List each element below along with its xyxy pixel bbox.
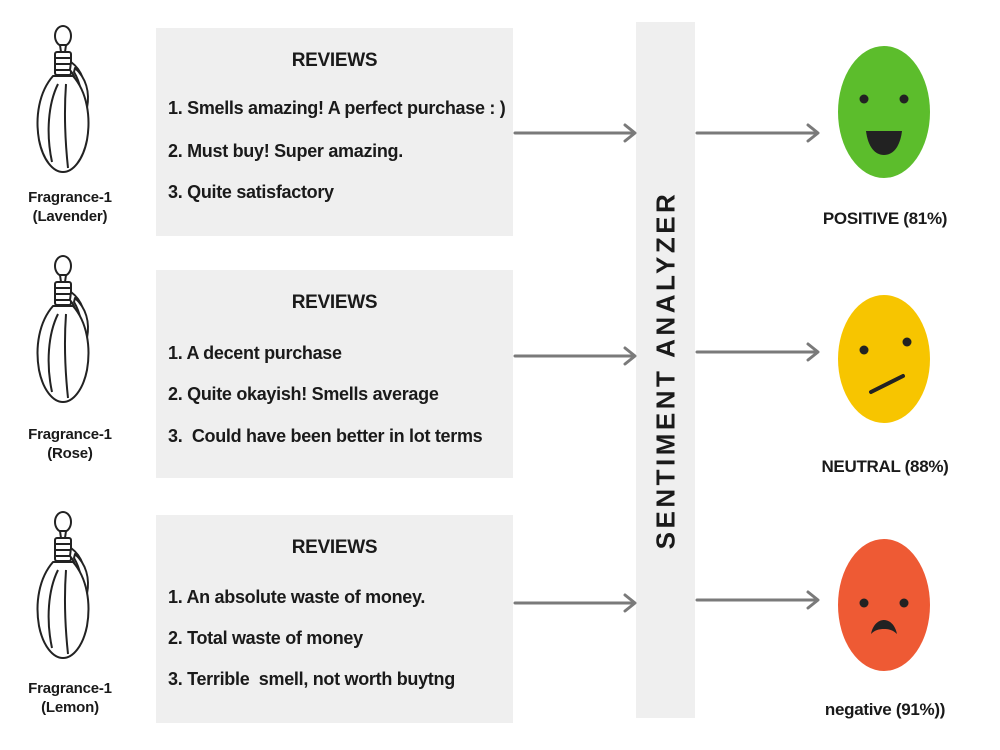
- review-line: 2. Must buy! Super amazing.: [168, 141, 403, 161]
- product-name: Fragrance-1: [28, 680, 112, 697]
- product-name: Fragrance-1: [28, 426, 112, 443]
- product-label: Fragrance-1 (Rose): [0, 425, 140, 463]
- review-box-title: REVIEWS: [291, 50, 378, 71]
- product-variant: (Lemon): [41, 699, 99, 716]
- sentiment-result-label: POSITIVE (81%): [822, 209, 948, 228]
- review-line: 1. A decent purchase: [168, 343, 342, 363]
- product-variant: (Lavender): [32, 208, 108, 225]
- review-box-title: REVIEWS: [291, 292, 378, 313]
- product-name: Fragrance-1: [28, 189, 112, 206]
- review-line: 3. Quite satisfactory: [168, 182, 334, 202]
- review-box: REVIEWS 1. A decent purchase 2. Quite ok…: [156, 270, 513, 478]
- review-line: 1. Smells amazing! A perfect purchase : …: [168, 98, 506, 118]
- arrow-icon: [695, 123, 820, 143]
- sentiment-analyzer-block: SENTIMENT ANALYZER: [636, 22, 695, 718]
- sad-face-icon: [838, 539, 930, 671]
- arrow-icon: [695, 590, 820, 610]
- review-line: 2. Total waste of money: [168, 628, 363, 648]
- review-line: 3. Could have been better in lot terms: [168, 426, 483, 446]
- arrow-icon: [513, 346, 637, 366]
- perfume-bottle-icon: [36, 511, 90, 659]
- happy-face-icon: [838, 46, 930, 178]
- review-box: REVIEWS 1. Smells amazing! A perfect pur…: [156, 28, 513, 236]
- review-box-title: REVIEWS: [291, 537, 378, 558]
- review-box: REVIEWS 1. An absolute waste of money. 2…: [156, 515, 513, 723]
- sentiment-result-label: negative (91%)): [824, 700, 946, 719]
- review-line: 2. Quite okayish! Smells average: [168, 384, 439, 404]
- review-line: 1. An absolute waste of money.: [168, 587, 426, 607]
- perfume-bottle-icon: [36, 255, 90, 403]
- product-label: Fragrance-1 (Lavender): [0, 188, 140, 226]
- product-variant: (Rose): [47, 445, 93, 462]
- arrow-icon: [513, 123, 637, 143]
- review-line: 3. Terrible smell, not worth buytng: [168, 669, 455, 689]
- perfume-bottle-icon: [36, 25, 90, 173]
- arrow-icon: [695, 342, 820, 362]
- product-label: Fragrance-1 (Lemon): [0, 679, 140, 717]
- arrow-icon: [513, 593, 637, 613]
- sentiment-result-label: NEUTRAL (88%): [821, 457, 949, 476]
- neutral-face-icon: [838, 295, 930, 423]
